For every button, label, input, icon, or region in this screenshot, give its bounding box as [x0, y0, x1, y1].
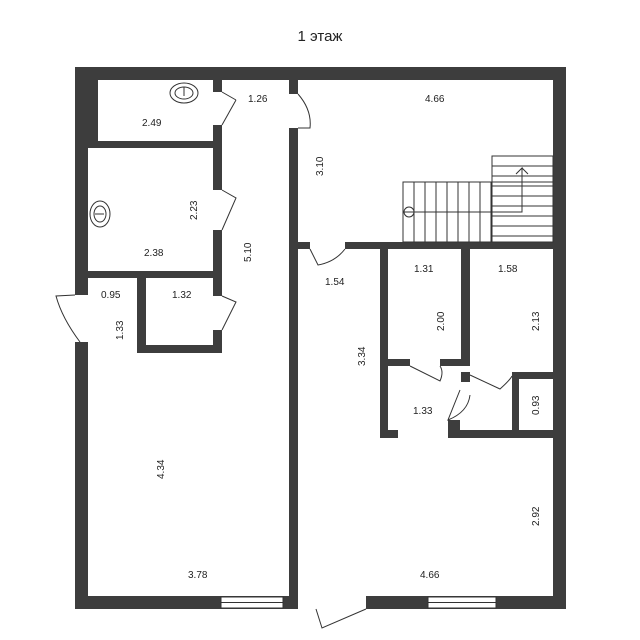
dim-room-a-width: 1.31	[414, 264, 434, 275]
sink-icon	[169, 82, 199, 104]
dim-entry-height: 1.33	[115, 320, 126, 340]
dim-entry-width: 0.95	[101, 290, 121, 301]
floor-title: 1 этаж	[297, 28, 343, 45]
sink-icon-2	[89, 200, 111, 228]
dimension-labels: 2.49 1.26 4.66 3.10 2.23 2.38 5.10 1.54 …	[101, 94, 542, 581]
dim-niche-height: 0.93	[531, 395, 542, 415]
dim-closet-width: 1.32	[172, 290, 192, 301]
dim-corridor-top: 1.26	[248, 94, 268, 105]
dim-room-b-width: 1.58	[498, 264, 518, 275]
dim-vestibule-width: 1.33	[413, 406, 433, 417]
dim-hall-height: 3.10	[315, 156, 326, 176]
dim-central-height: 3.34	[357, 346, 368, 366]
interior-walls	[88, 80, 553, 596]
dim-door-width: 1.54	[325, 277, 345, 288]
entrance-opening	[298, 596, 366, 609]
dim-bath2-width: 2.38	[144, 248, 164, 259]
dim-room-a-height: 2.00	[436, 311, 447, 331]
dim-bath-top-width: 2.49	[142, 118, 162, 129]
outer-walls	[75, 67, 566, 609]
doors	[55, 91, 513, 629]
dim-bath2-height: 2.23	[189, 200, 200, 220]
dim-right-room-width: 4.66	[420, 570, 440, 581]
dim-left-room-height: 4.34	[156, 459, 167, 479]
dim-right-room-height: 2.92	[531, 506, 542, 526]
dim-corridor-length: 5.10	[243, 242, 254, 262]
dim-room-b-height: 2.13	[531, 311, 542, 331]
windows	[220, 596, 497, 609]
dim-hall-top-width: 4.66	[425, 94, 445, 105]
dim-left-room-width: 3.78	[188, 570, 208, 581]
staircase	[402, 155, 554, 243]
